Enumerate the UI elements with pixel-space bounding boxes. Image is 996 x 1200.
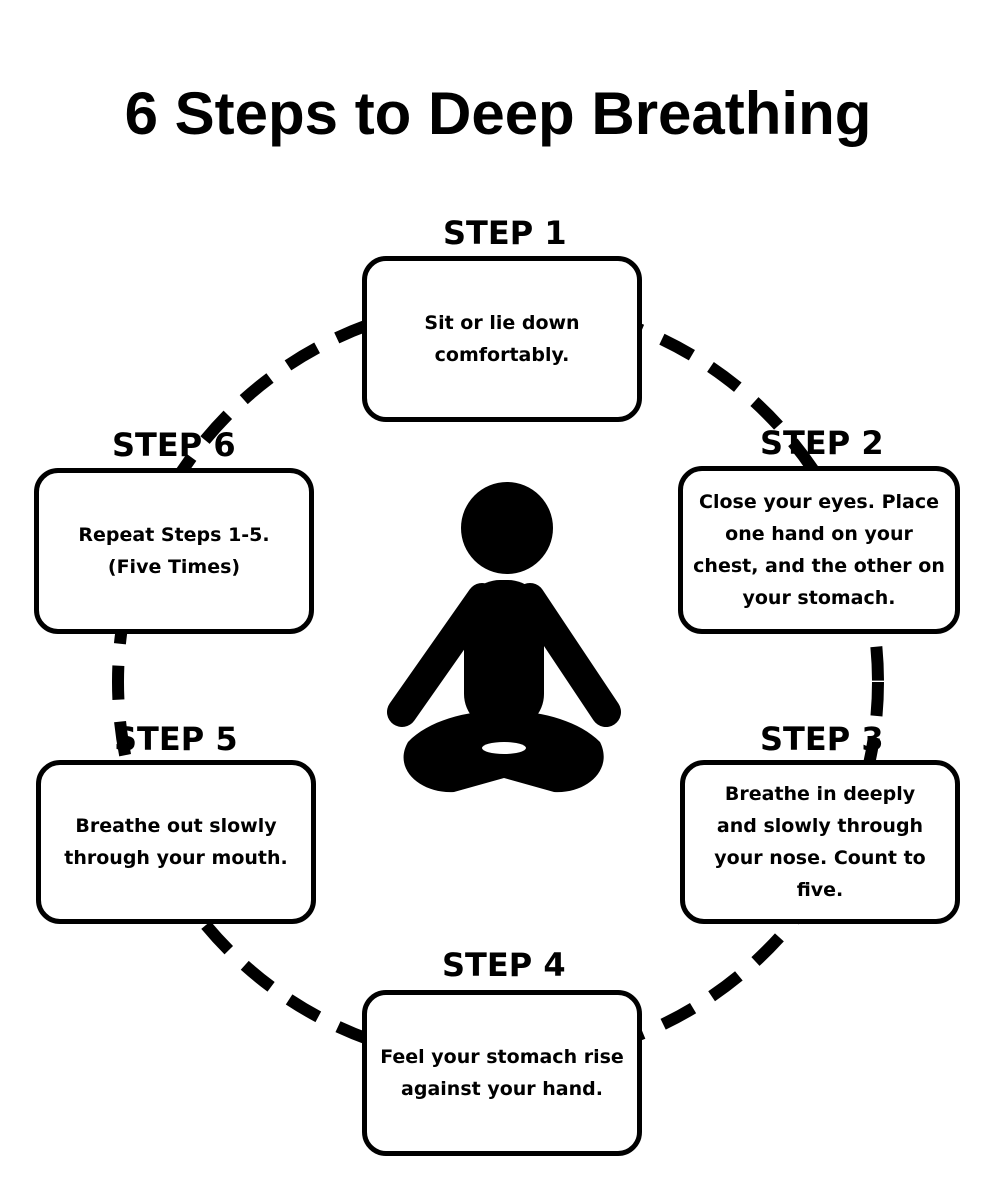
- step-4-text: Feel your stomach rise against your hand…: [380, 1046, 624, 1100]
- step-2-text: Close your eyes. Place one hand on your …: [693, 491, 945, 609]
- step-4-label: STEP 4: [442, 946, 566, 984]
- step-6-text: Repeat Steps 1-5. (Five Times): [78, 524, 270, 578]
- step-3-label: STEP 3: [760, 720, 884, 758]
- step-2-box: Close your eyes. Place one hand on your …: [678, 466, 960, 634]
- step-5-box: Breathe out slowly through your mouth.: [36, 760, 316, 924]
- step-6-label: STEP 6: [112, 426, 236, 464]
- step-3-box: Breathe in deeply and slowly through you…: [680, 760, 960, 924]
- step-5-label: STEP 5: [114, 720, 238, 758]
- step-2-label: STEP 2: [760, 424, 884, 462]
- step-6-box: Repeat Steps 1-5. (Five Times): [34, 468, 314, 634]
- step-1-label: STEP 1: [443, 214, 567, 252]
- meditating-person-icon: [387, 482, 621, 793]
- page-title: 6 Steps to Deep Breathing: [124, 80, 872, 147]
- step-4-box: Feel your stomach rise against your hand…: [362, 990, 642, 1156]
- step-3-text: Breathe in deeply and slowly through you…: [714, 783, 926, 901]
- step-5-text: Breathe out slowly through your mouth.: [64, 815, 288, 869]
- step-1-text: Sit or lie down comfortably.: [424, 312, 580, 366]
- step-1-box: Sit or lie down comfortably.: [362, 256, 642, 422]
